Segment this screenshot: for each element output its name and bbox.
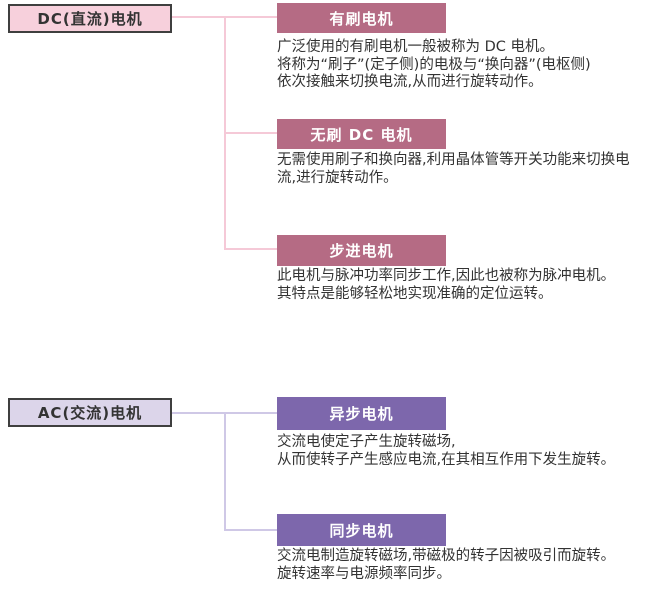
branch-label: 无刷 DC 电机	[310, 125, 413, 144]
branch-header-brushless-dc-motor: 无刷 DC 电机	[277, 119, 446, 149]
branch-header-synchronous-motor: 同步电机	[277, 514, 446, 546]
desc-line: 无需使用刷子和换向器,利用晶体管等开关功能来切换电	[277, 152, 630, 168]
dc-connector-branch2-horizontal	[224, 132, 277, 134]
desc-line: 依次接触来切换电流,从而进行旋转动作。	[277, 74, 543, 90]
desc-line: 广泛使用的有刷电机一般被称为 DC 电机。	[277, 39, 555, 55]
ac-motor-root-label: AC(交流)电机	[37, 404, 143, 422]
branch-header-asynchronous-motor: 异步电机	[277, 397, 446, 430]
branch-label: 异步电机	[329, 405, 394, 423]
desc-line: 此电机与脉冲功率同步工作,因此也被称为脉冲电机。	[277, 268, 616, 284]
desc-line: 旋转速率与电源频率同步。	[277, 565, 451, 582]
branch-label: 步进电机	[329, 242, 394, 260]
ac-motor-root-box: AC(交流)电机	[8, 398, 172, 427]
branch-desc-synchronous-motor: 交流电制造旋转磁场,带磁极的转子因被吸引而旋转。 旋转速率与电源频率同步。	[277, 548, 615, 583]
desc-line: 其特点是能够轻松地实现准确的定位运转。	[277, 285, 553, 302]
branch-desc-asynchronous-motor: 交流电使定子产生旋转磁场, 从而使转子产生感应电流,在其相互作用下发生旋转。	[277, 434, 615, 469]
branch-label: 同步电机	[329, 521, 394, 540]
branch-header-stepper-motor: 步进电机	[277, 235, 446, 266]
desc-line: 将称为“刷子”(定子侧)的电极与“换向器”(电枢侧)	[277, 56, 591, 73]
desc-line: 交流电使定子产生旋转磁场,	[277, 434, 456, 450]
dc-motor-root-label: DC(直流)电机	[37, 10, 143, 28]
desc-line: 交流电制造旋转磁场,带磁极的转子因被吸引而旋转。	[277, 548, 616, 564]
branch-desc-brushless-dc-motor: 无需使用刷子和换向器,利用晶体管等开关功能来切换电 流,进行旋转动作。	[277, 152, 630, 187]
desc-line: 流,进行旋转动作。	[277, 169, 398, 186]
dc-motor-root-box: DC(直流)电机	[8, 4, 172, 33]
ac-connector-branch2-horizontal	[224, 529, 277, 531]
dc-connector-branch3-horizontal	[224, 248, 277, 250]
branch-label: 有刷电机	[329, 9, 394, 28]
branch-header-brushed-motor: 有刷电机	[277, 3, 446, 33]
ac-connector-trunk-vertical	[224, 412, 226, 531]
branch-desc-brushed-motor: 广泛使用的有刷电机一般被称为 DC 电机。 将称为“刷子”(定子侧)的电极与“换…	[277, 39, 591, 92]
desc-line: 从而使转子产生感应电流,在其相互作用下发生旋转。	[277, 451, 616, 468]
branch-desc-stepper-motor: 此电机与脉冲功率同步工作,因此也被称为脉冲电机。 其特点是能够轻松地实现准确的定…	[277, 268, 615, 303]
